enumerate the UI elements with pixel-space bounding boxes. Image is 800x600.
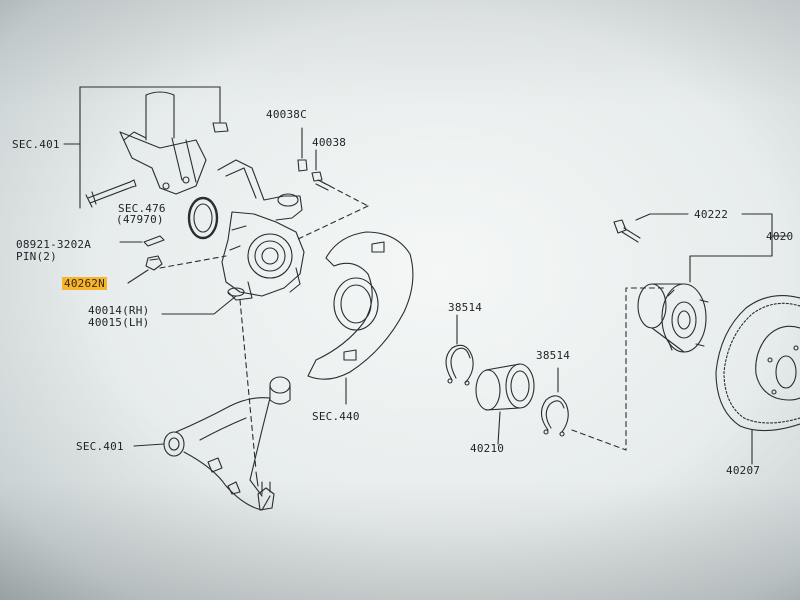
label-sec440: SEC.440 (312, 410, 360, 423)
label-40207: 40207 (726, 464, 761, 477)
label-38514-right: 38514 (536, 349, 571, 362)
label-40015-lh: 40015(LH) (88, 316, 150, 329)
hub-bolt (613, 219, 641, 243)
label-40210: 40210 (470, 442, 505, 455)
dust-shield (307, 231, 414, 380)
brake-rotor (715, 295, 800, 432)
wheel-bearing (475, 363, 535, 411)
label-40202: 4020 (766, 230, 794, 243)
label-08921-3202a: 08921-3202A (16, 238, 92, 251)
wheel-hub (637, 283, 709, 353)
label-38514-left: 38514 (448, 301, 483, 314)
sensor-ring (187, 196, 219, 240)
bolt-40038 (311, 149, 331, 191)
label-sec401-top: SEC.401 (12, 138, 60, 151)
bolt-40038c (297, 127, 308, 172)
snap-ring-left (445, 344, 474, 386)
label-40222: 40222 (694, 208, 729, 221)
label-40038c: 40038C (266, 108, 307, 121)
label-sec401-bottom: SEC.401 (76, 440, 124, 453)
label-40038: 40038 (312, 136, 347, 149)
strut-bracket (79, 86, 229, 209)
label-pin: PIN(2) (16, 250, 57, 263)
lower-control-arm (163, 376, 291, 511)
label-40014-rh: 40014(RH) (88, 304, 150, 317)
label-40262n-highlighted: 40262N (62, 277, 107, 290)
castle-nut (145, 255, 163, 271)
label-sec476: SEC.476 (118, 202, 166, 215)
snap-ring-right (540, 395, 569, 437)
steering-knuckle (217, 159, 305, 301)
label-47970: (47970) (116, 213, 164, 226)
cotter-pin (119, 235, 165, 247)
